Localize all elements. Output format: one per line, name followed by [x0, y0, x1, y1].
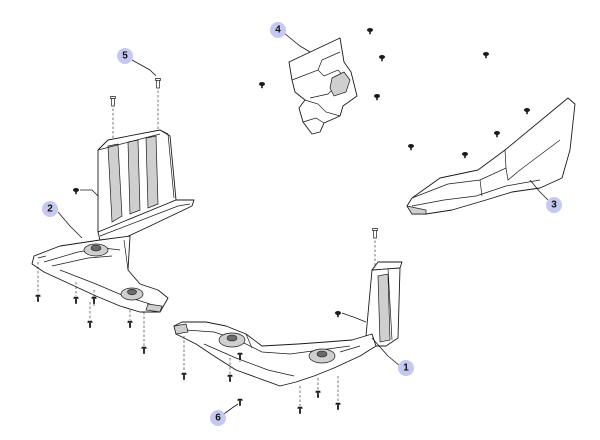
callout-1[interactable]: 1 [371, 337, 414, 376]
screw-icon [87, 320, 93, 328]
clip-icon [462, 152, 468, 159]
part-2-left-shield [31, 129, 195, 313]
screw-icon [73, 296, 79, 304]
clip-icon [408, 144, 414, 151]
clip-icon [379, 55, 385, 62]
clip-icon [367, 28, 373, 35]
screw-icon [315, 390, 321, 398]
screw-icon [35, 294, 41, 302]
screw-icon [141, 346, 147, 354]
svg-text:5: 5 [122, 51, 128, 62]
screw-icon [227, 374, 233, 382]
part-1-right-shield [173, 261, 403, 387]
clip-icon [483, 52, 489, 59]
callout-4[interactable]: 4 [270, 22, 311, 53]
screw-icon [91, 296, 97, 304]
screw-icon [155, 78, 161, 89]
screw-icon [110, 96, 116, 107]
part-3-side-panel [406, 97, 576, 215]
callouts: 1 2 3 4 5 6 [42, 22, 562, 426]
screw-icon [237, 398, 243, 406]
clip-icon [374, 94, 380, 101]
screw-icon [297, 406, 303, 414]
clip-icon [73, 188, 79, 195]
svg-text:2: 2 [47, 204, 53, 215]
fastener-axes [37, 86, 376, 406]
screw-icon [335, 402, 341, 410]
svg-text:4: 4 [275, 25, 281, 36]
clip-icon [524, 108, 530, 115]
callout-2[interactable]: 2 [42, 201, 83, 239]
part-4-bracket [288, 37, 358, 135]
screw-icon [181, 372, 187, 380]
svg-text:1: 1 [403, 363, 409, 374]
callout-5[interactable]: 5 [117, 48, 157, 77]
clip-icon [494, 131, 500, 138]
svg-text:3: 3 [551, 200, 557, 211]
clip-icon [259, 82, 265, 89]
screw-icon [372, 228, 378, 239]
clip-icon [335, 311, 341, 318]
callout-3[interactable]: 3 [529, 179, 562, 213]
clip-leaders [80, 189, 367, 323]
callout-6[interactable]: 6 [210, 403, 239, 426]
svg-text:6: 6 [215, 413, 221, 424]
screw-icon [127, 320, 133, 328]
